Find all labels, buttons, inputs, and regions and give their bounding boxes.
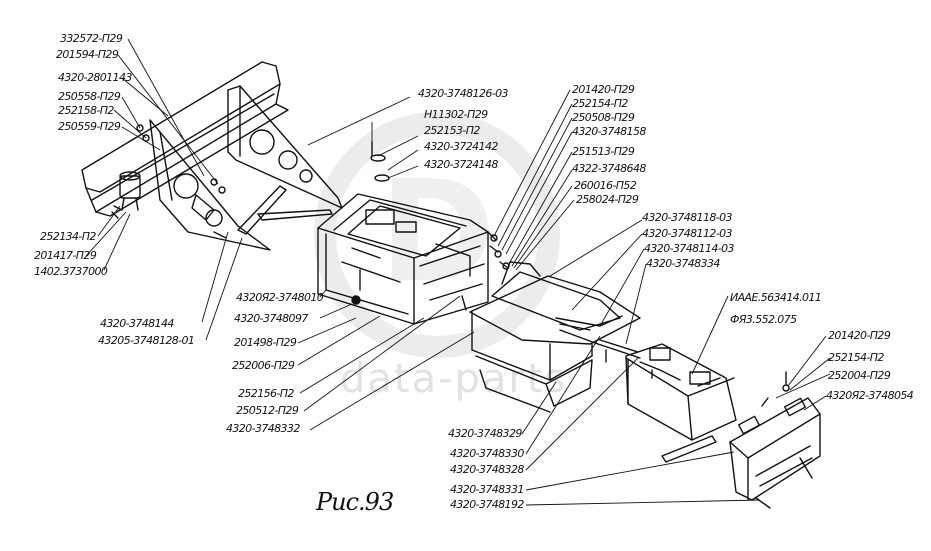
battery-cover	[729, 397, 821, 509]
callout-201420-b: 201420-П29	[828, 329, 891, 342]
callout-3748331: 4320-3748331	[450, 483, 524, 496]
brace	[237, 185, 287, 235]
callout-H11302: Н11302-П29	[424, 108, 488, 121]
callout-252006: 252006-П29	[232, 359, 295, 372]
frame-beam	[81, 61, 289, 217]
battery-box	[317, 193, 489, 325]
callout-250512: 250512-П29	[236, 404, 299, 417]
callout-252158: 252158-П2	[58, 104, 114, 117]
callout-3748010: 4320Я2-3748010	[236, 291, 324, 304]
callout-252154-b: 252154-П2	[828, 351, 884, 364]
callout-3748126-03: 4320-3748126-03	[418, 87, 509, 100]
callout-3724148: 4320-3724148	[424, 158, 498, 171]
callout-3748192: 4320-3748192	[450, 498, 524, 511]
callout-3748054: 4320Я2-3748054	[826, 389, 914, 402]
callout-3748118-03: 4320-3748118-03	[642, 211, 733, 224]
callout-3724142: 4320-3724142	[424, 140, 498, 153]
callout-250508: 250508-П29	[572, 111, 635, 124]
callout-3748334: 4320-3748334	[646, 257, 720, 270]
figure-caption: Рис.93	[316, 488, 394, 516]
callout-201594: 201594-П29	[56, 48, 119, 61]
ground-switch	[113, 171, 141, 211]
callout-251513: 251513-П29	[572, 145, 635, 158]
hold-down-bar	[661, 435, 717, 463]
callout-3748648: 4322-3748648	[572, 162, 646, 175]
callout-3748158: 4320-3748158	[572, 125, 646, 138]
callout-258024: 258024-П29	[576, 193, 639, 206]
callout-250558: 250558-П29	[58, 90, 121, 103]
cover-plate	[491, 271, 621, 331]
callout-4320-2801143: 4320-2801143	[58, 71, 132, 84]
callout-3748329: 4320-3748329	[448, 427, 522, 440]
callout-3748128-01: 43205-3748128-01	[98, 334, 195, 347]
callout-3748328: 4320-3748328	[450, 463, 524, 476]
callout-201498: 201498-П29	[234, 336, 297, 349]
callout-332572: 332572-П29	[60, 32, 123, 45]
callout-FR3-552-075: ФЯ3.552.075	[730, 313, 797, 326]
callout-3748144: 4320-3748144	[100, 317, 174, 330]
battery	[625, 343, 737, 441]
callout-252004: 252004-П29	[828, 369, 891, 382]
callout-260016: 260016-П52	[574, 179, 637, 192]
callout-3748330: 4320-3748330	[450, 447, 524, 460]
callout-3748332: 4320-3748332	[226, 422, 300, 435]
callout-1402-3737000: 1402.3737000	[34, 265, 108, 278]
bracket-plate-left	[149, 119, 271, 251]
callout-201417: 201417-П29	[34, 249, 97, 262]
callout-252134: 252134-П2	[40, 230, 96, 243]
callout-3748114-03: 4320-3748114-03	[644, 242, 735, 255]
callout-252156: 252156-П2	[238, 387, 294, 400]
callout-3748097: 4320-3748097	[234, 312, 308, 325]
callout-250559: 250559-П29	[58, 120, 121, 133]
callout-252154-a: 252154-П2	[572, 97, 628, 110]
callout-IAAE-563414-011: ИААЕ.563414.011	[730, 291, 822, 304]
callout-252153: 252153-П2	[424, 124, 480, 137]
callout-201420-a: 201420-П29	[572, 83, 635, 96]
callout-3748112-03: 4320-3748112-03	[642, 227, 733, 240]
